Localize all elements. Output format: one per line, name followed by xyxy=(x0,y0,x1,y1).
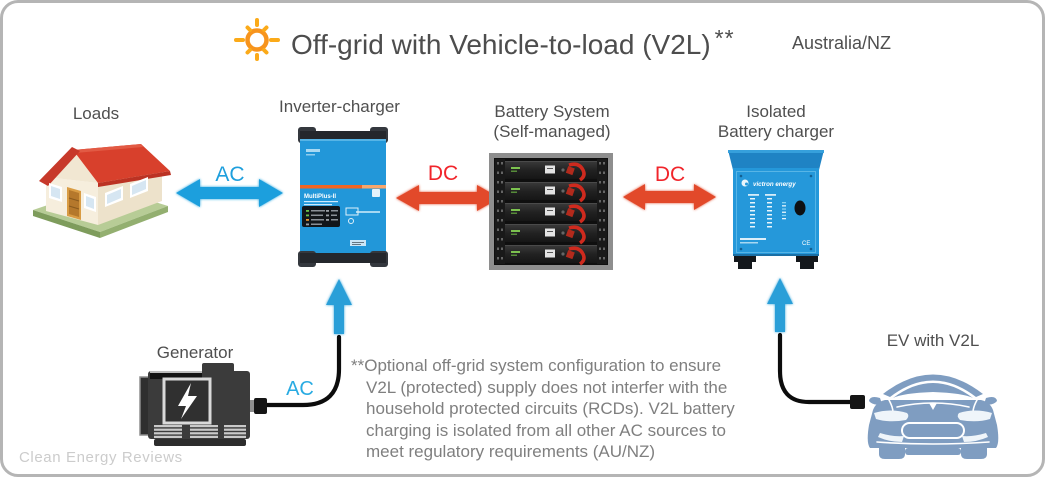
dc-label-2: DC xyxy=(654,163,686,186)
generator-plug xyxy=(254,398,267,414)
dc-arrow-1 xyxy=(396,185,500,211)
inverter-label: Inverter-charger xyxy=(279,97,400,116)
house-illustration xyxy=(33,144,171,238)
ac-label: AC xyxy=(215,163,245,186)
footnote-line: **Optional off-grid system configuration… xyxy=(351,356,722,375)
page-title: Off-grid with Vehicle-to-load (V2L)** xyxy=(291,25,735,61)
ev-illustration xyxy=(867,374,999,459)
battery-label-line2: (Self-managed) xyxy=(493,122,611,141)
ac-arrow xyxy=(176,179,283,207)
up-arrow-ev xyxy=(767,278,793,332)
inverter-model-text: MultiPlus-II xyxy=(304,194,336,200)
dc-label-1: DC xyxy=(427,162,459,185)
battery-label-line1: Battery System xyxy=(494,102,610,121)
battery-modules xyxy=(505,161,597,266)
charger-brand-text: victron energy xyxy=(753,181,796,188)
charger-label-line2: Battery charger xyxy=(717,122,835,141)
charger-label-line1: Isolated xyxy=(746,102,806,121)
charger-ce-mark: CE xyxy=(802,241,810,247)
ev-label: EV with V2L xyxy=(886,331,980,350)
watermark: Clean Energy Reviews xyxy=(19,449,183,466)
generator-label: Generator xyxy=(156,343,234,362)
connections-layer xyxy=(176,179,865,414)
footnote: **Optional off-grid system configuration… xyxy=(351,355,811,463)
region-label: Australia/NZ xyxy=(792,33,892,53)
inverter-device: MultiPlus-II xyxy=(298,127,388,267)
title-footnote-marker: ** xyxy=(714,25,735,51)
footnote-line: meet regulatory requirements (AU/NZ) xyxy=(366,442,656,461)
generator-cable xyxy=(263,334,342,408)
page-title-text: Off-grid with Vehicle-to-load (V2L) xyxy=(291,29,711,60)
footnote-line: V2L (protected) supply does not interfer… xyxy=(366,377,728,397)
ev-cable xyxy=(777,332,855,405)
footnote-line: charging is isolated from all other AC s… xyxy=(366,420,727,440)
sun-icon xyxy=(234,18,280,61)
generator-ac-label: AC xyxy=(286,378,314,400)
up-arrow-generator xyxy=(326,279,352,334)
charger-device: victron energy CE xyxy=(728,150,824,269)
dc-arrow-2 xyxy=(623,184,716,210)
generator-illustration xyxy=(139,363,250,446)
footnote-line: household protected circuits (RCDs). V2L… xyxy=(366,399,735,418)
battery-rack xyxy=(489,153,613,270)
generator-plug-tip xyxy=(247,400,256,412)
loads-label: Loads xyxy=(72,104,120,123)
ev-plug xyxy=(850,395,865,409)
